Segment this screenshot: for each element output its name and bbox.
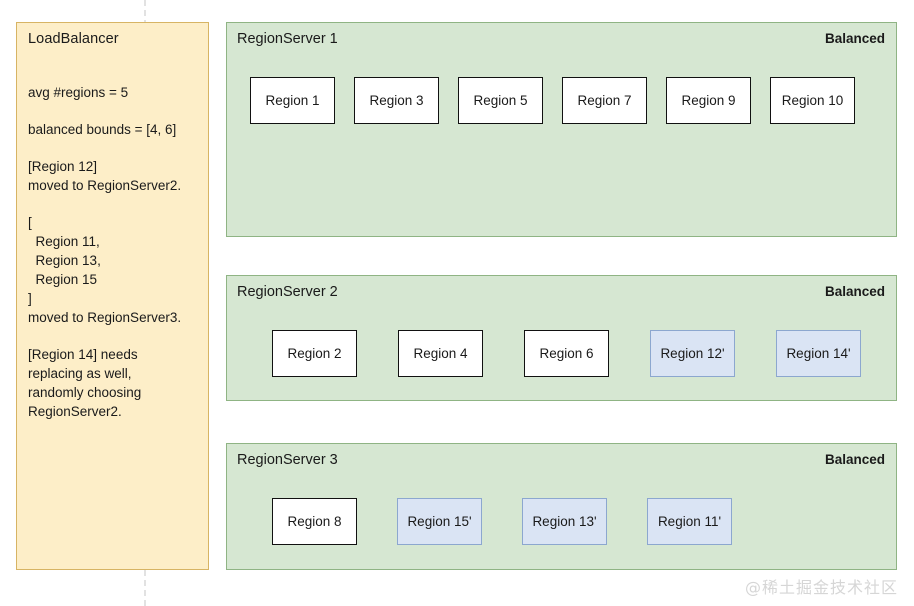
- region-box[interactable]: Region 4: [398, 330, 483, 377]
- region-box-moved[interactable]: Region 14': [776, 330, 861, 377]
- status-badge: Balanced: [824, 284, 885, 299]
- regionserver-name: RegionServer 3: [237, 452, 338, 468]
- region-box[interactable]: Region 10: [770, 77, 855, 124]
- regionserver-name: RegionServer 2: [237, 284, 338, 300]
- region-box[interactable]: Region 1: [250, 77, 335, 124]
- region-box-moved[interactable]: Region 12': [650, 330, 735, 377]
- loadbalancer-title: LoadBalancer: [28, 31, 119, 47]
- regionserver-header: RegionServer 2 Balanced: [227, 284, 896, 304]
- regionserver-header: RegionServer 1 Balanced: [227, 31, 896, 51]
- region-list: Region 2 Region 4 Region 6 Region 12' Region…: [250, 330, 886, 377]
- region-box-moved[interactable]: Region 13': [522, 498, 607, 545]
- watermark: @稀土掘金技术社区: [744, 578, 898, 597]
- region-box-moved[interactable]: Region 15': [397, 498, 482, 545]
- region-box-moved[interactable]: Region 11': [647, 498, 732, 545]
- regionserver-header: RegionServer 3 Balanced: [227, 452, 896, 472]
- region-box[interactable]: Region 7: [562, 77, 647, 124]
- loadbalancer-log-entry: [ Region 11, Region 13, Region 15 ] move…: [28, 215, 182, 325]
- status-badge: Balanced: [824, 452, 885, 467]
- loadbalancer-log-entry: balanced bounds = [4, 6]: [28, 122, 177, 137]
- loadbalancer-log-entry: [Region 12] moved to RegionServer2.: [28, 159, 182, 193]
- loadbalancer-log-entry: [Region 14] needs replacing as well, ran…: [28, 347, 142, 419]
- regionserver-panel: RegionServer 2 Balanced Region 2 Region 4…: [226, 275, 897, 401]
- regionserver-name: RegionServer 1: [237, 31, 338, 47]
- region-box[interactable]: Region 2: [272, 330, 357, 377]
- region-box[interactable]: Region 3: [354, 77, 439, 124]
- region-box[interactable]: Region 5: [458, 77, 543, 124]
- loadbalancer-log: avg #regions = 5 balanced bounds = [4, 6]…: [28, 83, 202, 421]
- regionserver-panel: RegionServer 3 Balanced Region 8 Region 1…: [226, 443, 897, 570]
- loadbalancer-log-entry: avg #regions = 5: [28, 85, 129, 100]
- regionserver-panel: RegionServer 1 Balanced Region 1 Region 3…: [226, 22, 897, 237]
- region-box[interactable]: Region 9: [666, 77, 751, 124]
- region-box[interactable]: Region 6: [524, 330, 609, 377]
- region-list: Region 8 Region 15' Region 13' Region 11': [250, 498, 886, 545]
- region-box[interactable]: Region 8: [272, 498, 357, 545]
- status-badge: Balanced: [824, 31, 885, 46]
- loadbalancer-panel: LoadBalancer avg #regions = 5 balanced bo…: [16, 22, 209, 570]
- region-list: Region 1 Region 3 Region 5 Region 7 Region 9…: [250, 77, 886, 124]
